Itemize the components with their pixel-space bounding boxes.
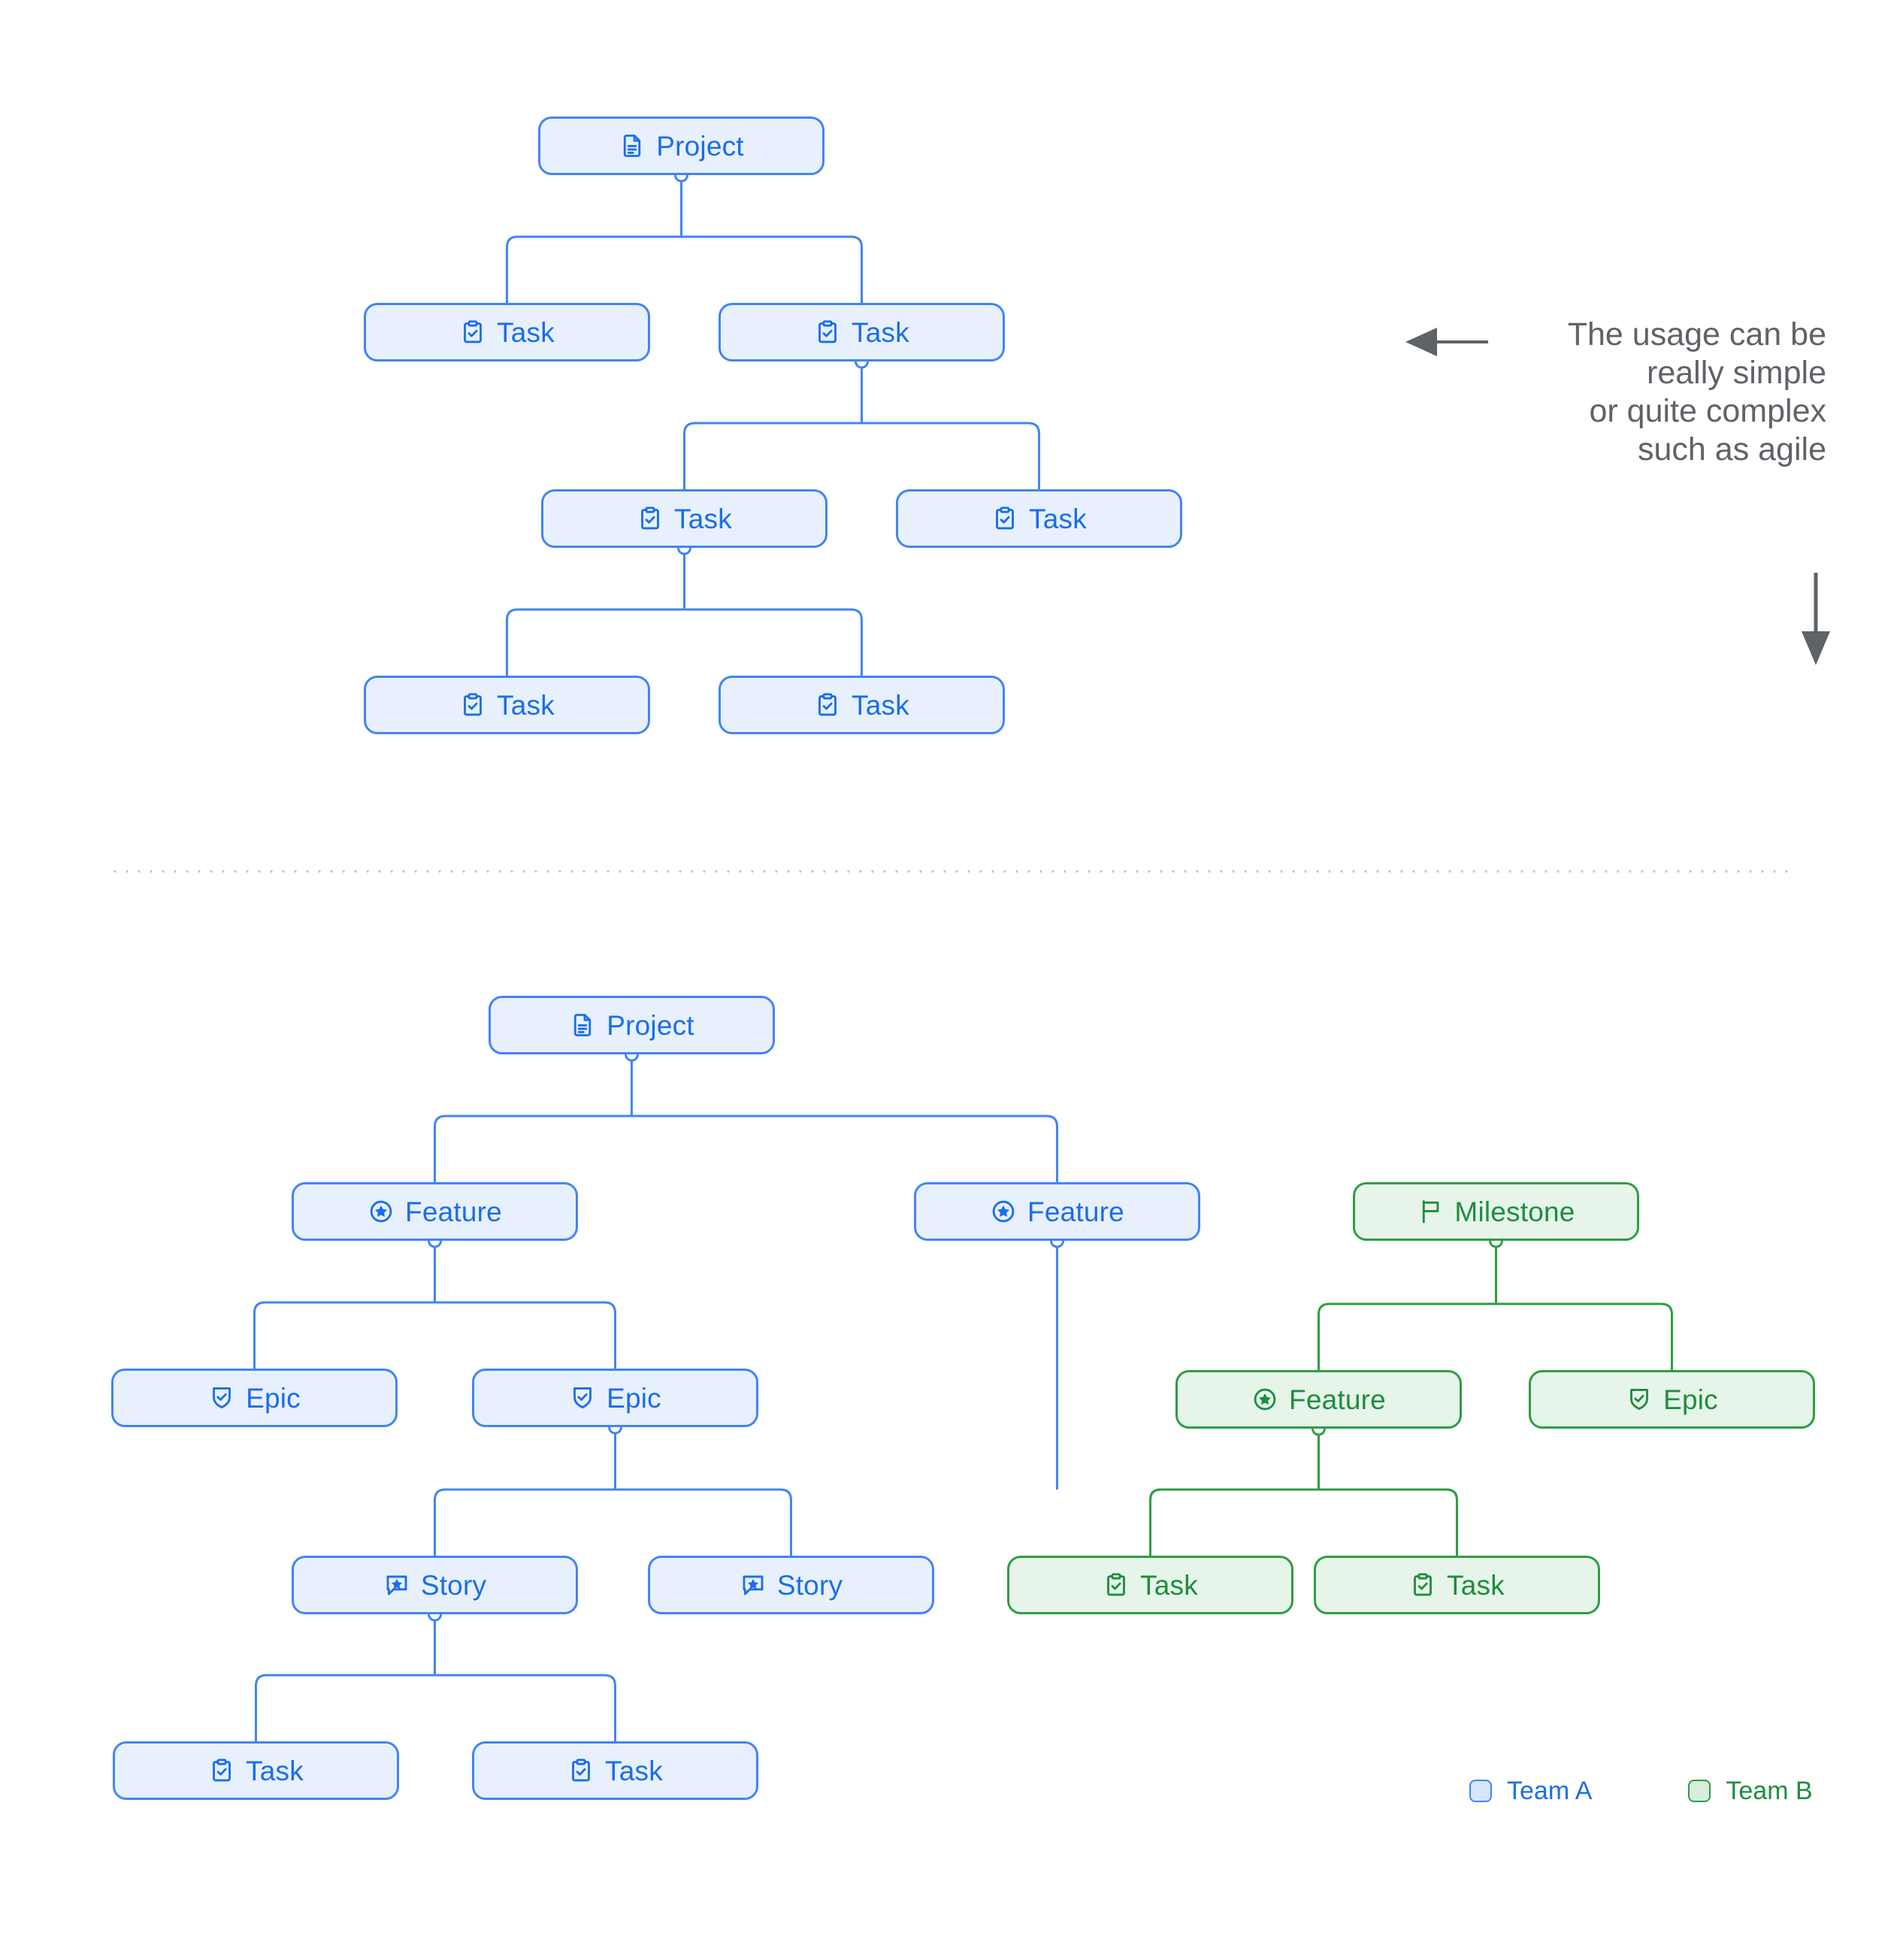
edge-a1-to-a4-a5 [253, 1233, 616, 1369]
feature-icon [1251, 1386, 1278, 1413]
node-task[interactable]: Task [896, 489, 1182, 548]
node-label: Milestone [1454, 1196, 1575, 1227]
node-project[interactable]: Project [538, 116, 824, 175]
legend-item-team-a: Team A [1469, 1778, 1592, 1804]
node-task[interactable]: Task [364, 303, 650, 361]
legend-swatch-blue-icon [1469, 1780, 1492, 1802]
legend-swatch-green-icon [1688, 1780, 1711, 1802]
node-label: Project [607, 1009, 694, 1041]
node-label: Task [852, 689, 909, 721]
node-task[interactable]: Task [472, 1741, 758, 1800]
story-icon [740, 1571, 767, 1599]
legend-label-team-a: Team A [1507, 1777, 1593, 1805]
node-label: Task [852, 316, 909, 348]
section-divider [109, 870, 1796, 873]
node-label: Task [1447, 1569, 1505, 1601]
edge-s0-to-s1-s2 [506, 168, 863, 303]
epic-icon [208, 1384, 235, 1411]
node-feature[interactable]: Feature [1175, 1370, 1462, 1429]
task-icon [208, 1757, 235, 1784]
node-task[interactable]: Task [719, 676, 1005, 734]
node-label: Task [497, 689, 555, 721]
node-label: Feature [1027, 1196, 1124, 1227]
node-story[interactable]: Story [648, 1556, 934, 1614]
epic-icon [1626, 1386, 1653, 1413]
node-task[interactable]: Task [113, 1741, 399, 1800]
node-label: Feature [1289, 1384, 1386, 1415]
node-label: Task [246, 1755, 304, 1786]
edge-a3-to-a6-a7 [1318, 1233, 1673, 1370]
task-icon [1409, 1571, 1436, 1599]
node-label: Epic [1663, 1384, 1718, 1415]
task-icon [459, 691, 486, 718]
task-icon [637, 505, 664, 532]
down-arrow-icon [1802, 573, 1830, 665]
node-label: Story [420, 1569, 487, 1601]
node-label: Task [497, 316, 555, 348]
node-story[interactable]: Story [292, 1556, 578, 1614]
task-icon [814, 319, 841, 346]
node-label: Project [656, 130, 744, 162]
edge-a0-to-a1-a2 [434, 1047, 1058, 1182]
node-label: Story [776, 1569, 843, 1601]
node-label: Epic [246, 1382, 301, 1414]
edge-a5-to-a8-a9 [434, 1420, 792, 1556]
node-task[interactable]: Task [1007, 1556, 1293, 1614]
task-icon [814, 691, 841, 718]
node-epic[interactable]: Epic [1529, 1370, 1815, 1429]
node-task[interactable]: Task [541, 489, 827, 548]
edge-a6-to-a10-a11 [1149, 1421, 1458, 1556]
milestone-icon [1417, 1198, 1444, 1225]
legend-label-team-b: Team B [1726, 1777, 1813, 1805]
node-label: Feature [405, 1196, 502, 1227]
node-task[interactable]: Task [364, 676, 650, 734]
feature-icon [368, 1198, 395, 1225]
task-icon [1103, 1571, 1130, 1599]
node-task[interactable]: Task [1314, 1556, 1600, 1614]
node-task[interactable]: Task [719, 303, 1005, 361]
edge-a8-to-a12-a13 [255, 1607, 616, 1741]
node-project[interactable]: Project [489, 996, 775, 1054]
node-label: Task [1140, 1569, 1198, 1601]
node-feature[interactable]: Feature [914, 1182, 1200, 1241]
node-label: Task [1029, 503, 1087, 534]
edge-s3-to-s5-s6 [506, 540, 863, 676]
task-icon [991, 505, 1018, 532]
node-epic[interactable]: Epic [111, 1369, 398, 1427]
edge-s2-to-s3-s4 [683, 354, 1040, 489]
node-milestone[interactable]: Milestone [1353, 1182, 1639, 1241]
task-icon [459, 319, 486, 346]
story-icon [383, 1571, 410, 1599]
node-label: Task [605, 1755, 663, 1786]
task-icon [567, 1757, 594, 1784]
node-feature[interactable]: Feature [292, 1182, 578, 1241]
node-epic[interactable]: Epic [472, 1369, 758, 1427]
document-icon [569, 1012, 596, 1039]
legend-item-team-b: Team B [1688, 1777, 1813, 1805]
epic-icon [569, 1384, 596, 1411]
node-label: Epic [607, 1382, 661, 1414]
document-icon [619, 132, 646, 159]
team-legend: Team A Team B [1469, 1778, 1813, 1804]
feature-icon [990, 1198, 1017, 1225]
usage-annotation-text: The usage can be really simple or quite … [1567, 316, 1826, 468]
node-label: Task [674, 503, 732, 534]
